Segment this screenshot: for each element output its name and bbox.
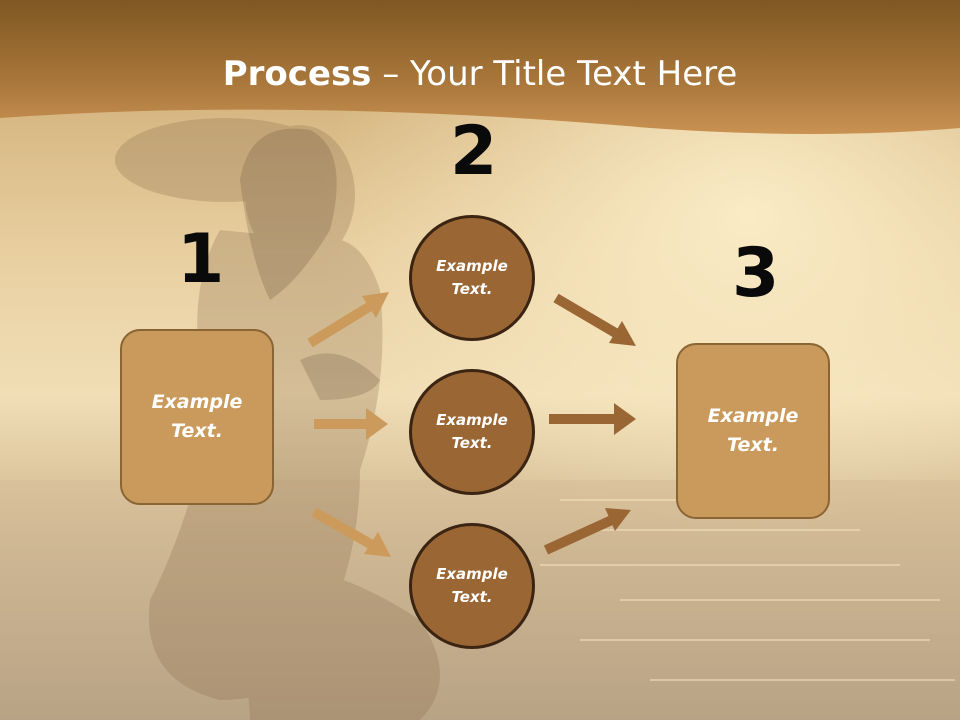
step-number-2: 2 [450,112,498,191]
title-rest: – Your Title Text Here [371,54,738,94]
step-1-box-text: Example Text. [151,391,243,442]
step-3-box-text: Example Text. [707,405,799,456]
circle-middle-text: Example Text. [436,411,508,452]
arrow-circle-bottom-to-box [543,508,631,555]
slide-title: Process – Your Title Text Here [0,52,960,96]
title-band [0,0,960,134]
step-2-circle-bottom: Example Text. [409,523,535,649]
arrow-circle-middle-to-box [549,403,636,435]
step-3-box: Example Text. [676,343,830,519]
title-bold: Process [222,54,372,94]
arrow-box-to-circle-middle [314,408,388,440]
step-1-box: Example Text. [120,329,274,505]
circle-top-text: Example Text. [436,257,508,298]
step-2-circle-top: Example Text. [409,215,535,341]
arrow-box-to-circle-bottom [311,507,391,557]
step-2-circle-middle: Example Text. [409,369,535,495]
circle-bottom-text: Example Text. [436,565,508,606]
step-number-1: 1 [177,220,225,299]
arrow-circle-top-to-box [553,293,636,346]
step-number-3: 3 [732,234,780,313]
arrow-box-to-circle-top [307,292,389,348]
